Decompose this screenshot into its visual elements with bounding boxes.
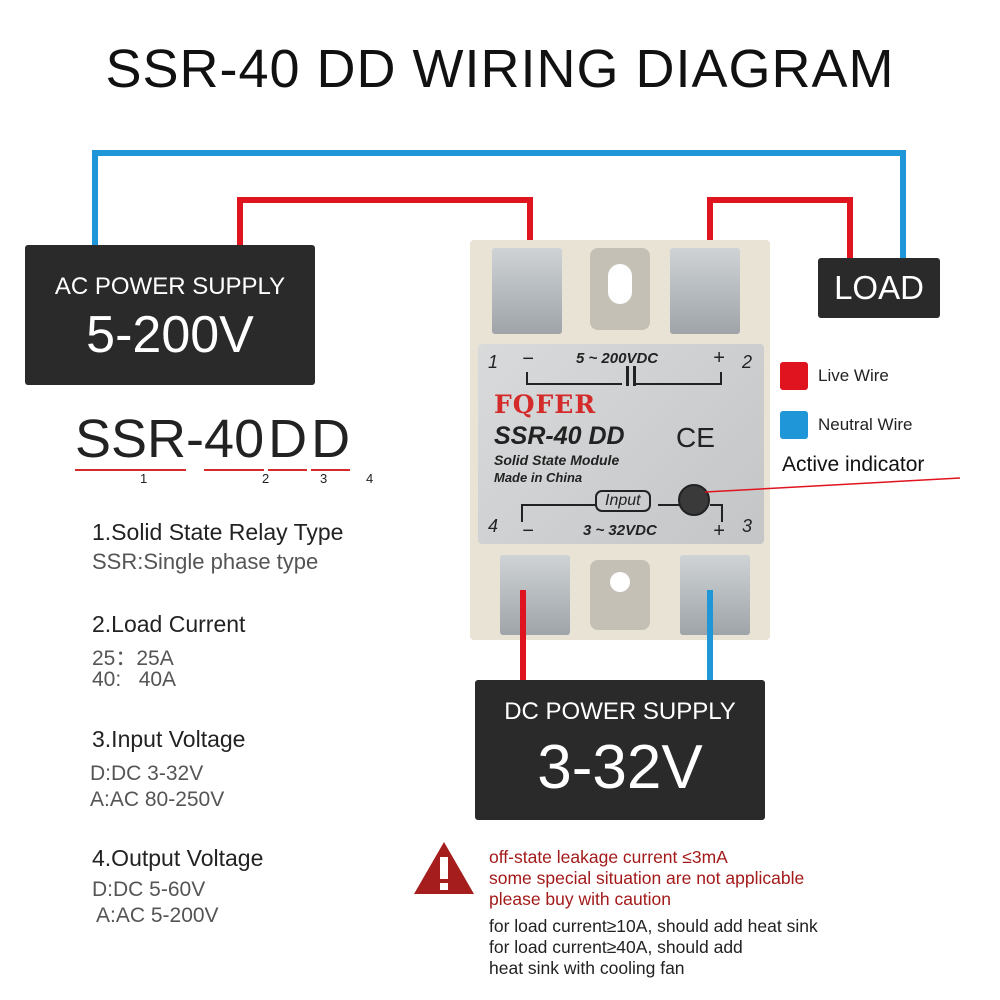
dc-power-supply-value: 3-32V bbox=[537, 733, 703, 802]
note-line: for load current≥40A, should add bbox=[489, 937, 743, 957]
code-part-input: D bbox=[268, 409, 308, 471]
plus-sign: + bbox=[713, 347, 725, 369]
dc-power-supply-label: DC POWER SUPPLY bbox=[504, 698, 736, 725]
dc-power-supply-box: DC POWER SUPPLY 3-32V bbox=[475, 680, 765, 820]
relay-desc: Solid State Module bbox=[494, 452, 620, 468]
relay-face: 1 − 5 ~ 200VDC + 2 FQFER SSR-40 DD CE So… bbox=[478, 344, 764, 544]
terminal-2 bbox=[670, 248, 740, 334]
live-wire-dc bbox=[520, 590, 526, 682]
code-index-3: 3 bbox=[320, 471, 328, 486]
minus-sign: − bbox=[522, 348, 534, 370]
plus-sign: + bbox=[713, 520, 725, 542]
neutral-wire-swatch bbox=[780, 411, 808, 439]
warning-line: some special situation are not applicabl… bbox=[489, 868, 805, 888]
neutral-wire-dc bbox=[707, 590, 713, 682]
terminal-label-1: 1 bbox=[488, 352, 499, 372]
load-label: LOAD bbox=[834, 269, 924, 306]
terminal-label-3: 3 bbox=[742, 516, 753, 536]
active-indicator-led bbox=[678, 484, 710, 516]
warning-line: please buy with caution bbox=[489, 889, 671, 909]
spec-line: 40: 40A bbox=[92, 668, 177, 691]
spec-line: 25：25A bbox=[92, 647, 174, 670]
input-range: 3 ~ 32VDC bbox=[583, 522, 657, 539]
terminal-4 bbox=[500, 555, 570, 635]
output-range: 5 ~ 200VDC bbox=[576, 350, 659, 367]
active-indicator-label: Active indicator bbox=[782, 453, 925, 476]
terminal-1 bbox=[492, 248, 562, 334]
relay-origin: Made in China bbox=[494, 470, 583, 485]
warning-icon bbox=[414, 842, 474, 894]
ce-mark: CE bbox=[676, 422, 715, 453]
mount-hole-bottom bbox=[590, 560, 650, 630]
note-line: heat sink with cooling fan bbox=[489, 958, 685, 978]
neutral-wire-label: Neutral Wire bbox=[818, 415, 913, 434]
note-line: for load current≥10A, should add heat si… bbox=[489, 916, 818, 936]
ac-power-supply-value: 5-200V bbox=[86, 306, 254, 364]
model-code: SSR-40DD bbox=[75, 408, 351, 471]
code-index-2: 2 bbox=[262, 471, 270, 486]
warning-line: off-state leakage current ≤3mA bbox=[489, 847, 728, 867]
page-title: SSR-40 DD WIRING DIAGRAM bbox=[105, 39, 895, 99]
ac-power-supply-box: AC POWER SUPPLY 5-200V bbox=[25, 245, 315, 385]
input-label: Input bbox=[595, 490, 651, 512]
spec-line: D:DC 3-32V bbox=[90, 762, 204, 785]
spec-heading: 1.Solid State Relay Type bbox=[92, 519, 344, 545]
spec-line: SSR:Single phase type bbox=[92, 549, 319, 574]
code-part-output: D bbox=[311, 409, 351, 471]
terminal-label-4: 4 bbox=[488, 516, 499, 536]
spec-line: D:DC 5-60V bbox=[92, 878, 206, 901]
code-index-4: 4 bbox=[366, 471, 374, 486]
heat-sink-notes: for load current≥10A, should add heat si… bbox=[489, 916, 818, 979]
spec-heading: 3.Input Voltage bbox=[92, 726, 246, 752]
load-box: LOAD bbox=[818, 258, 940, 318]
spec-line: A:AC 5-200V bbox=[96, 904, 219, 927]
ac-power-supply-label: AC POWER SUPPLY bbox=[54, 273, 286, 300]
code-dash: - bbox=[186, 409, 205, 469]
minus-sign: − bbox=[522, 520, 534, 542]
live-wire-label: Live Wire bbox=[818, 366, 889, 385]
terminal-3 bbox=[680, 555, 750, 635]
spec-heading: 2.Load Current bbox=[92, 611, 246, 637]
spec-line: A:AC 80-250V bbox=[90, 788, 225, 811]
mount-hole-top bbox=[590, 248, 650, 330]
code-part-current: 40 bbox=[204, 409, 265, 471]
code-part-type: SSR bbox=[75, 409, 187, 471]
brand-logo: FQFER bbox=[494, 390, 597, 419]
relay-model: SSR-40 DD bbox=[494, 422, 625, 450]
spec-heading: 4.Output Voltage bbox=[92, 845, 264, 871]
terminal-label-2: 2 bbox=[742, 352, 753, 372]
warning-text: off-state leakage current ≤3mA some spec… bbox=[489, 847, 804, 910]
code-index-1: 1 bbox=[140, 471, 148, 486]
live-wire-swatch bbox=[780, 362, 808, 390]
relay-body: 1 − 5 ~ 200VDC + 2 FQFER SSR-40 DD CE So… bbox=[470, 240, 770, 640]
